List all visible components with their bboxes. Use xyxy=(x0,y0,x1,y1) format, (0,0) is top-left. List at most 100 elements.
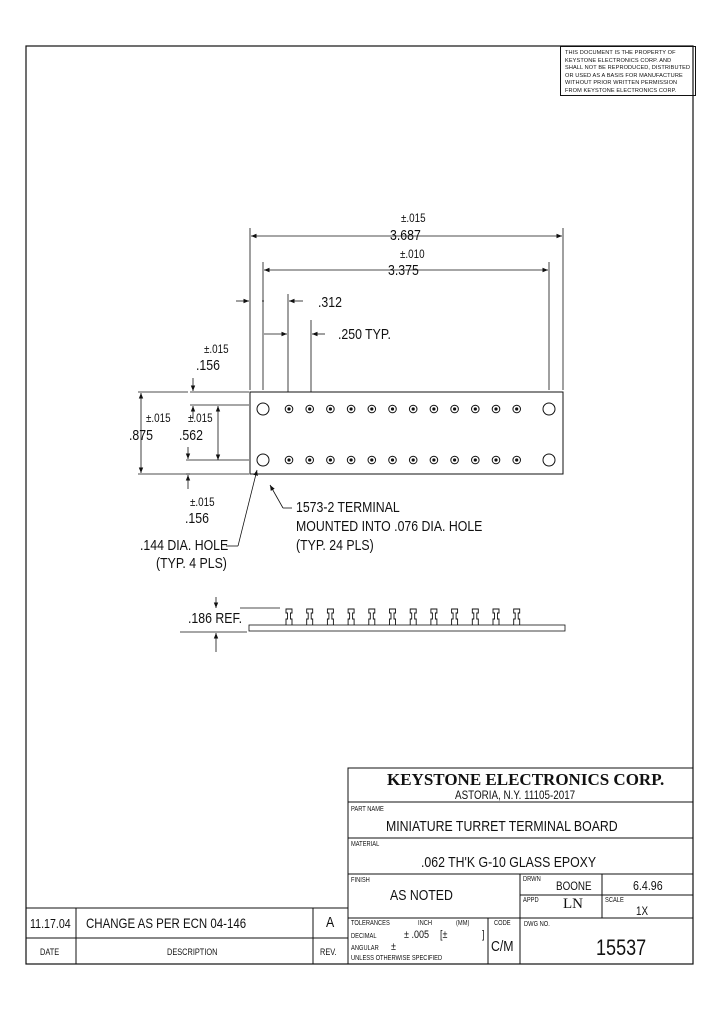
terminal xyxy=(491,455,501,465)
side-terminal xyxy=(285,608,293,625)
row-spacing-tolerance: ±.015 xyxy=(188,411,213,425)
code-label: CODE xyxy=(494,920,511,927)
overall-width-tolerance: ±.015 xyxy=(401,211,426,225)
terminal xyxy=(326,404,335,414)
terminal xyxy=(284,455,294,465)
terminal xyxy=(284,404,294,414)
side-view xyxy=(180,597,566,652)
rev-column-label: REV. xyxy=(320,947,337,957)
revision-date: 11.17.04 xyxy=(30,916,71,931)
terminal-callout-line1: 1573-2 TERMINAL xyxy=(296,499,400,516)
side-terminals xyxy=(285,608,521,625)
overall-width-dimension xyxy=(138,228,564,547)
mounting-hole xyxy=(256,453,270,467)
terminals xyxy=(284,404,522,465)
terminal xyxy=(388,404,397,414)
decimal-mm-tolerance: [± xyxy=(440,929,448,941)
finish-label: FINISH xyxy=(351,877,370,884)
drawn-by-label: DRWN xyxy=(523,876,541,883)
terminal xyxy=(408,455,418,465)
finish-value: AS NOTED xyxy=(390,887,453,904)
notice-line: WITHOUT PRIOR WRITTEN PERMISSION xyxy=(565,80,678,86)
terminal-callout-line2: MOUNTED INTO .076 DIA. HOLE xyxy=(296,518,483,535)
decimal-mm-close: ] xyxy=(482,929,485,941)
decimal-label: DECIMAL xyxy=(351,933,377,940)
terminal xyxy=(429,404,439,414)
scale-label: SCALE xyxy=(605,897,624,904)
terminal xyxy=(429,455,439,465)
bottom-edge-tolerance: ±.015 xyxy=(190,495,215,509)
title-block-lines xyxy=(26,767,694,965)
side-terminal xyxy=(347,608,355,625)
top-edge-tolerance: ±.015 xyxy=(204,342,229,356)
code-value: C/M xyxy=(491,938,514,955)
drawing-number-value: 15537 xyxy=(596,935,647,960)
bottom-edge-value: .156 xyxy=(185,510,209,527)
terminal xyxy=(367,455,377,465)
terminal xyxy=(326,455,335,465)
terminal xyxy=(491,404,501,414)
mounting-holes xyxy=(256,402,556,467)
terminal xyxy=(408,404,418,414)
terminal xyxy=(450,404,459,414)
notice-line: THIS DOCUMENT IS THE PROPERTY OF xyxy=(565,50,676,56)
terminal xyxy=(471,404,480,414)
terminal xyxy=(305,404,315,414)
side-terminal xyxy=(471,608,479,625)
terminal xyxy=(450,455,459,465)
terminal xyxy=(367,404,377,414)
notice-line: FROM KEYSTONE ELECTRONICS CORP. xyxy=(565,87,677,94)
terminal-callout-line3: (TYP. 24 PLS) xyxy=(296,537,374,554)
side-terminal xyxy=(368,608,376,625)
material-value: .062 TH'K G-10 GLASS EPOXY xyxy=(421,854,597,871)
hole-callout-line1: .144 DIA. HOLE xyxy=(140,537,229,554)
overall-width-value: 3.687 xyxy=(390,227,421,244)
angular-label: ANGULAR xyxy=(351,945,379,952)
drawing-number-label: DWG NO. xyxy=(524,921,550,928)
mounting-hole xyxy=(256,402,270,416)
side-terminal xyxy=(389,608,396,625)
terminal xyxy=(512,455,522,465)
terminal xyxy=(305,455,315,465)
notice-line: SHALL NOT BE REPRODUCED, DISTRIBUTED xyxy=(565,65,691,71)
date-column-label: DATE xyxy=(40,947,60,957)
notice-line: KEYSTONE ELECTRONICS CORP. AND xyxy=(565,57,672,64)
top-edge-value: .156 xyxy=(196,357,220,374)
revision-letter: A xyxy=(326,914,335,931)
terminal xyxy=(346,455,356,465)
side-terminal xyxy=(492,608,500,625)
notice-line: OR USED AS A BASIS FOR MANUFACTURE xyxy=(565,72,683,79)
height-tolerance: ±.015 xyxy=(146,411,171,425)
terminal xyxy=(471,455,480,465)
drawn-date-value: 6.4.96 xyxy=(633,878,663,893)
company-address: ASTORIA, N.Y. 11105-2017 xyxy=(455,788,576,802)
part-name-label: PART NAME xyxy=(351,806,384,813)
material-label: MATERIAL xyxy=(351,841,380,848)
terminal xyxy=(388,455,397,465)
inch-label: INCH xyxy=(418,920,433,927)
inner-width-tolerance: ±.010 xyxy=(400,247,425,261)
row-spacing-value: .562 xyxy=(179,427,203,444)
side-terminal xyxy=(451,608,459,625)
mounting-hole xyxy=(542,453,556,467)
part-name-value: MINIATURE TURRET TERMINAL BOARD xyxy=(386,818,618,835)
angular-tolerance: ± xyxy=(391,941,396,953)
inner-width-value: 3.375 xyxy=(388,262,419,279)
board-outline xyxy=(249,391,564,475)
mounting-hole xyxy=(542,402,556,416)
side-terminal xyxy=(409,608,417,625)
terminal xyxy=(512,404,522,414)
approved-label: APPD xyxy=(523,897,539,904)
approved-value: LN xyxy=(563,896,583,912)
drawn-by-value: BOONE xyxy=(556,879,592,893)
unless-specified-label: UNLESS OTHERWISE SPECIFIED xyxy=(351,955,443,962)
side-terminal xyxy=(306,608,314,625)
tolerances-label: TOLERANCES xyxy=(351,920,390,927)
hole-callout-line2: (TYP. 4 PLS) xyxy=(156,555,227,572)
terminal xyxy=(346,404,356,414)
height-value: .875 xyxy=(129,427,153,444)
ref-height-value: .186 REF. xyxy=(188,610,243,627)
side-terminal xyxy=(513,608,521,625)
side-terminal xyxy=(430,608,438,625)
